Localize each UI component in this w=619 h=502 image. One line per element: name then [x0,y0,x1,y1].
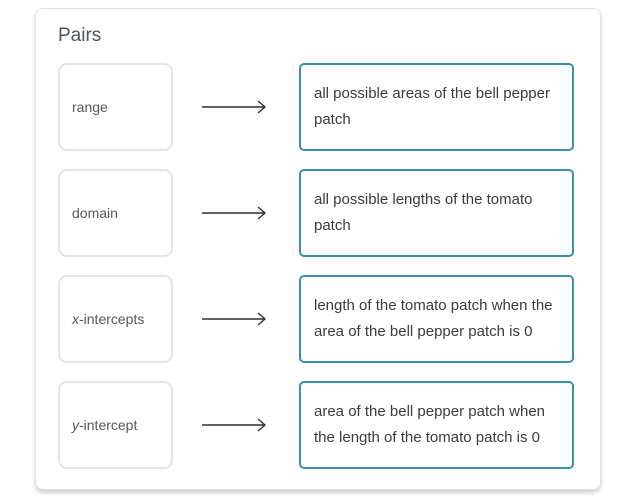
definition-text: all possible lengths of the tomato patch [314,191,533,234]
page-title: Pairs [58,25,102,46]
term-box-domain[interactable]: domain [58,169,173,257]
arrow-right-icon [201,205,273,221]
definition-box[interactable]: all possible areas of the bell pepper pa… [299,63,574,151]
term-box-range[interactable]: range [58,63,173,151]
term-label: x-intercepts [72,311,145,327]
term-box-x-intercepts[interactable]: x-intercepts [58,275,173,363]
definition-box[interactable]: area of the bell pepper patch when the l… [299,381,574,469]
term-label: range [72,99,108,115]
term-box-y-intercept[interactable]: y-intercept [58,381,173,469]
definition-text: length of the tomato patch when the area… [314,297,553,340]
pair-row: domain all possible lengths of the tomat… [58,169,578,257]
pair-row: range all possible areas of the bell pep… [58,63,578,151]
pair-row: y-intercept area of the bell pepper patc… [58,381,578,469]
term-label: domain [72,205,118,221]
definition-text: all possible areas of the bell pepper pa… [314,85,550,128]
definition-text: area of the bell pepper patch when the l… [314,403,545,446]
term-label: y-intercept [72,417,138,433]
definition-box[interactable]: all possible lengths of the tomato patch [299,169,574,257]
arrow-right-icon [201,311,273,327]
arrow-right-icon [201,417,273,433]
definition-box[interactable]: length of the tomato patch when the area… [299,275,574,363]
arrow-right-icon [201,99,273,115]
pairs-card: Pairs range all possible areas of the be… [35,8,601,490]
pair-row: x-intercepts length of the tomato patch … [58,275,578,363]
